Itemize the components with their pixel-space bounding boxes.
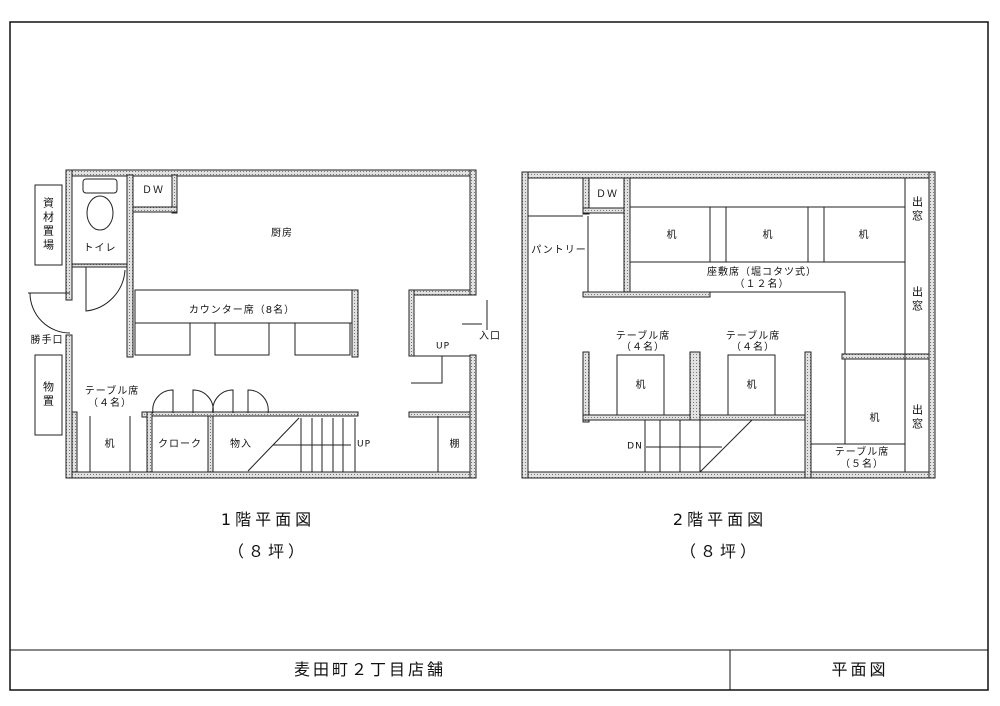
table-c-desk: 机 — [869, 413, 881, 424]
materials-storage-label: 資材置場 — [41, 197, 55, 253]
entrance-up-label: UP — [435, 341, 451, 352]
stairs-up-label: UP — [356, 439, 372, 450]
storeroom-label: 物置 — [41, 381, 55, 409]
floor2-caption: 2階平面図 — [672, 510, 768, 529]
stairs-down-label: DN — [627, 441, 643, 452]
bay-window-label-3: 出窓 — [910, 404, 924, 432]
kitchen-label: 厨房 — [271, 228, 293, 239]
toilet-label: トイレ — [83, 243, 117, 254]
closet-label: 物入 — [230, 439, 252, 450]
table-b-desk: 机 — [746, 380, 758, 391]
table-a-count: （４名） — [621, 342, 665, 353]
table-a-desk: 机 — [635, 380, 647, 391]
table-b-count: （４名） — [731, 342, 775, 353]
back-door-label: 勝手口 — [30, 335, 64, 346]
floor1-walls — [65, 169, 477, 479]
floor2-walls — [521, 171, 936, 479]
desk-label-1f: 机 — [104, 439, 116, 450]
zashiki-desk-2: 机 — [762, 230, 774, 241]
zashiki-count: （１２名） — [734, 279, 790, 290]
floor2-area: （８坪） — [679, 542, 761, 561]
table-c-label: テーブル席 — [834, 447, 890, 458]
dw-label-1f: ＤＷ — [142, 185, 164, 196]
zashiki-label: 座敷席（堀コタツ式） — [707, 267, 817, 278]
entrance-label: 入口 — [479, 331, 501, 342]
sheet-frame — [9, 21, 989, 691]
bay-window-label-2: 出窓 — [910, 286, 924, 314]
table-label-1f: テーブル席 — [84, 386, 140, 397]
drawing-type: 平面図 — [831, 660, 889, 679]
floor1-area: （８坪） — [227, 542, 309, 561]
project-name: 麦田町２丁目店舗 — [293, 660, 447, 679]
table-a-label: テーブル席 — [615, 331, 671, 342]
counter-label: カウンター席（8名） — [188, 305, 296, 316]
zashiki-desk-3: 机 — [858, 230, 870, 241]
bay-window-label-1: 出窓 — [910, 196, 924, 224]
zashiki-desk-1: 机 — [666, 230, 678, 241]
floor2-fixtures — [528, 178, 906, 473]
floor1-fixtures — [28, 178, 488, 472]
shelf-label: 棚 — [449, 439, 461, 450]
pantry-label: パントリー — [531, 245, 587, 256]
table-b-label: テーブル席 — [725, 331, 781, 342]
cloak-label: クローク — [158, 439, 202, 450]
table-count-1f: （４名） — [88, 398, 132, 409]
dw-label-2f: ＤＷ — [596, 189, 618, 200]
table-c-count: （５名） — [840, 459, 884, 470]
floor1-caption: 1階平面図 — [220, 510, 316, 529]
